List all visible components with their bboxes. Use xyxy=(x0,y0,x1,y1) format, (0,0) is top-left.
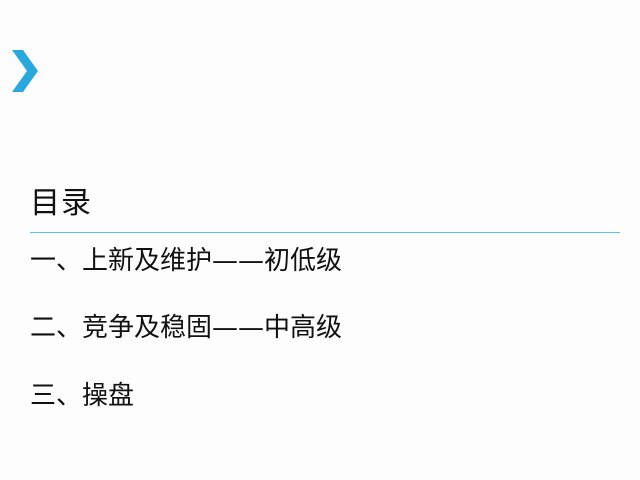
toc-item-2: 二、竞争及稳固——中高级 xyxy=(30,313,343,343)
chevron-right-icon xyxy=(12,50,38,92)
title-divider xyxy=(30,232,620,233)
toc-item-1: 一、上新及维护——初低级 xyxy=(30,246,343,276)
toc-item-3: 三、操盘 xyxy=(30,381,135,411)
page-title: 目录 xyxy=(30,186,92,221)
